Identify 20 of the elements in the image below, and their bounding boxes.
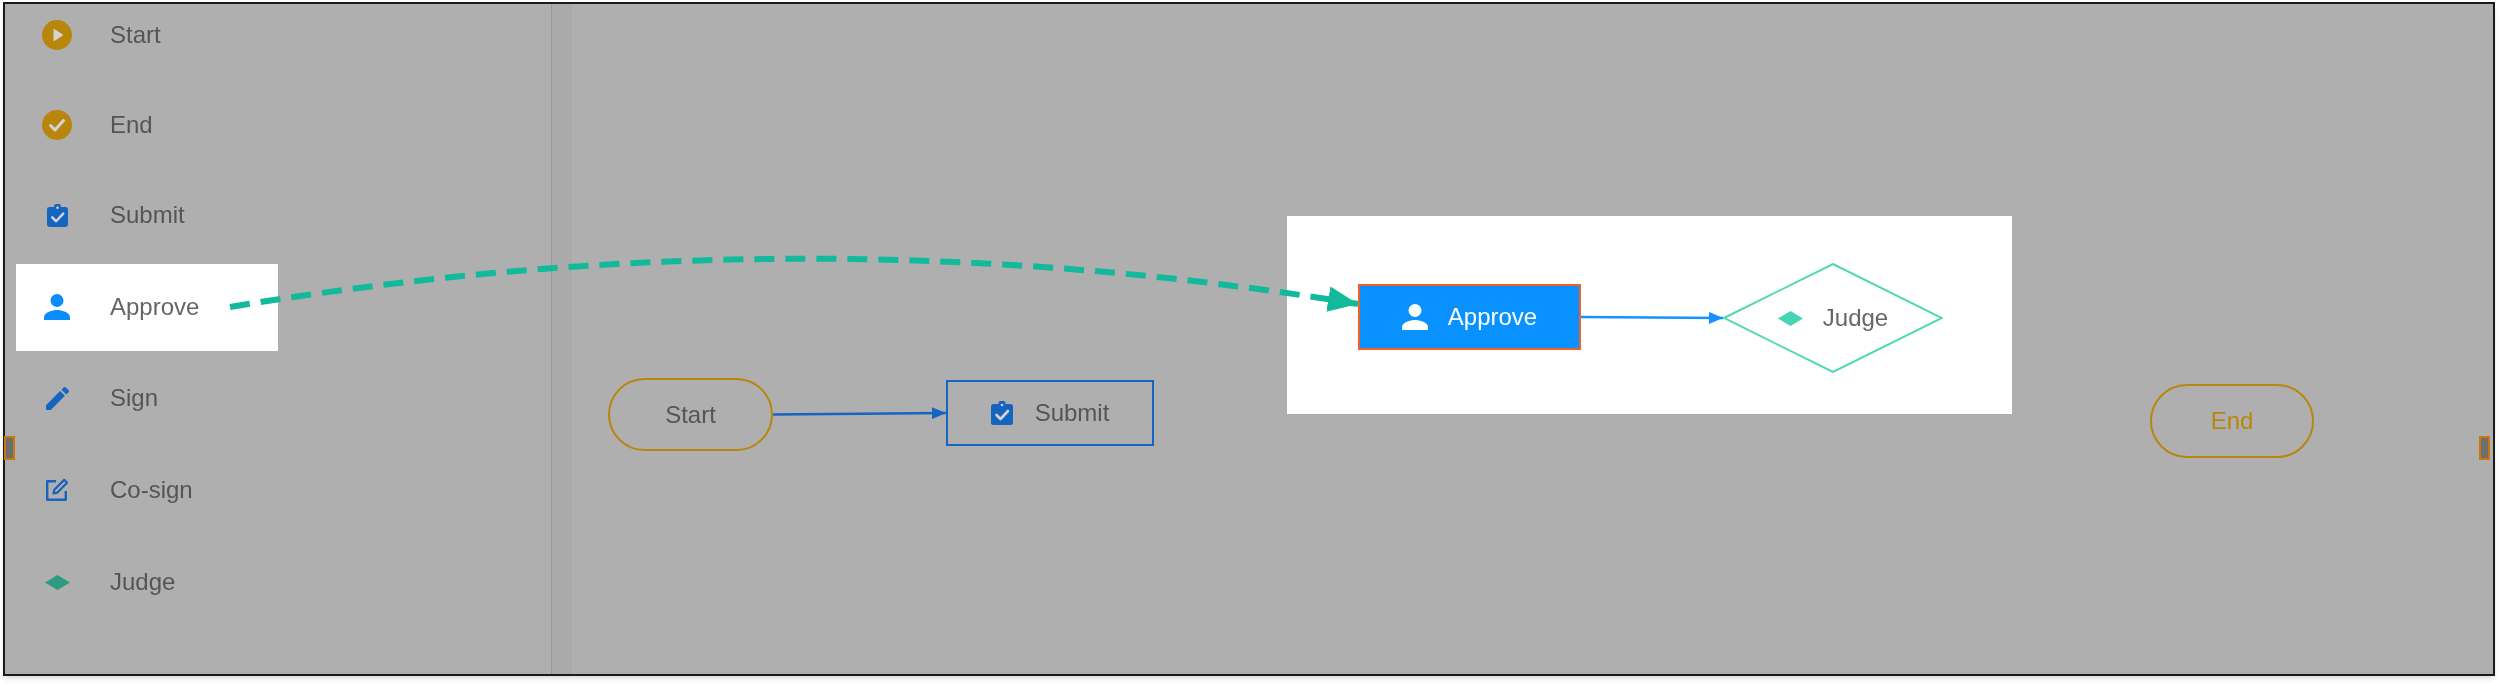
palette-item-label: Co-sign <box>110 478 193 502</box>
task-node <box>946 380 1154 446</box>
node-label: Approve <box>1447 305 1538 329</box>
palette-item-label: Sign <box>110 386 159 410</box>
palette-item-label: Submit <box>110 203 185 227</box>
selection-panel <box>1287 216 2012 414</box>
palette-item-label: Start <box>110 23 161 47</box>
task-node <box>1358 284 1581 350</box>
dashed-arrow <box>229 255 1359 313</box>
terminal-node <box>608 378 773 451</box>
palette-item-label: End <box>110 113 153 137</box>
arrow <box>1581 311 1723 324</box>
palette-item-label: Approve <box>110 295 200 319</box>
node-label: Judge <box>1822 306 1889 330</box>
node-label: Submit <box>1034 401 1110 425</box>
node-label: Start <box>665 402 716 427</box>
node-label: End <box>2210 409 2254 433</box>
terminal-node <box>2150 384 2314 458</box>
palette-item-label: Judge <box>110 570 176 594</box>
arrow <box>773 407 946 420</box>
